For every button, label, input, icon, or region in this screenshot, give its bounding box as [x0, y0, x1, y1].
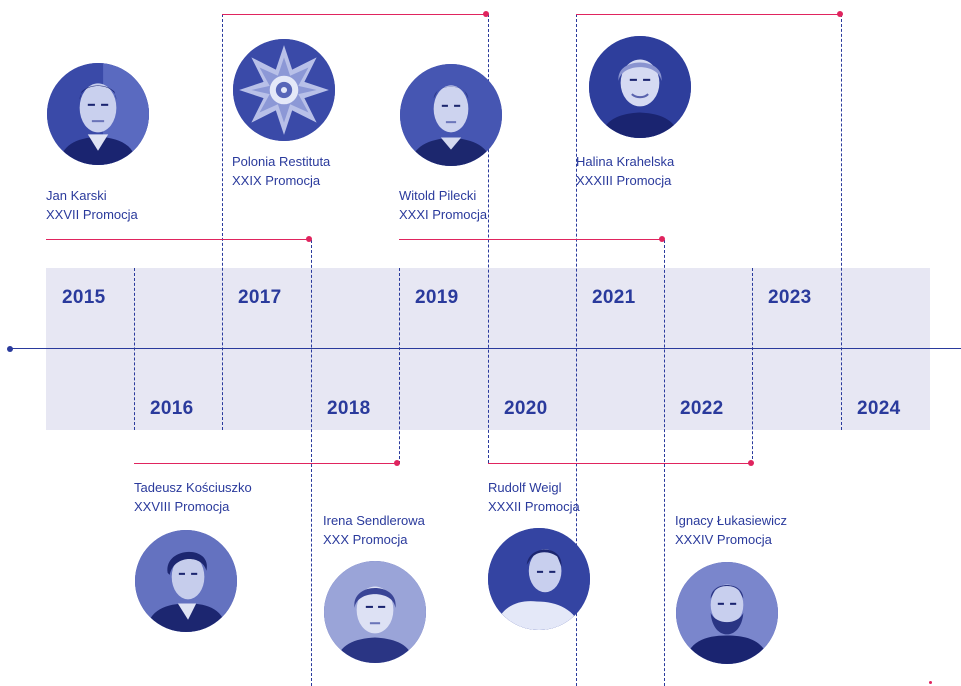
portrait-witold-pilecki [400, 64, 502, 166]
span-line-halina-krahelska [576, 14, 840, 15]
entry-promotion: XXX Promocja [323, 532, 408, 547]
portrait-halina-krahelska [589, 36, 691, 138]
entry-name: Rudolf Weigl [488, 480, 562, 495]
year-divider [576, 14, 577, 686]
year-label-2022: 2022 [680, 398, 724, 419]
corner-mark [929, 681, 932, 684]
entry-promotion: XXXI Promocja [399, 207, 488, 222]
span-end-dot [394, 460, 400, 466]
span-line-tadeusz-kosciuszko [134, 463, 397, 464]
year-divider [134, 268, 135, 430]
year-label-2017: 2017 [238, 287, 282, 308]
entry-name: Witold Pilecki [399, 188, 477, 203]
entry-name: Halina Krahelska [576, 154, 675, 169]
year-label-2015: 2015 [62, 287, 106, 308]
year-label-2023: 2023 [768, 287, 812, 308]
entry-promotion: XXXIII Promocja [576, 173, 672, 188]
span-line-polonia-restituta [222, 14, 486, 15]
entry-promotion: XXXII Promocja [488, 499, 580, 514]
entry-label-tadeusz-kosciuszko: Tadeusz Kościuszko XXVIII Promocja [134, 478, 252, 516]
timeline-axis [10, 348, 961, 349]
year-divider [752, 268, 753, 464]
entry-label-polonia-restituta: Polonia Restituta XXIX Promocja [232, 152, 330, 190]
span-line-rudolf-weigl [488, 463, 751, 464]
entry-name: Tadeusz Kościuszko [134, 480, 252, 495]
entry-label-halina-krahelska: Halina Krahelska XXXIII Promocja [576, 152, 674, 190]
span-line-jan-karski [46, 239, 309, 240]
portrait-jan-karski [47, 63, 149, 165]
year-divider [399, 268, 400, 464]
entry-promotion: XXIX Promocja [232, 173, 321, 188]
entry-name: Polonia Restituta [232, 154, 331, 169]
span-end-dot [659, 236, 665, 242]
year-label-2024: 2024 [857, 398, 901, 419]
portrait-ignacy-lukasiewicz [676, 562, 778, 664]
timeline-axis-start-dot [7, 346, 13, 352]
entry-label-jan-karski: Jan Karski XXVII Promocja [46, 186, 138, 224]
year-label-2020: 2020 [504, 398, 548, 419]
span-end-dot [483, 11, 489, 17]
year-divider [222, 14, 223, 430]
year-label-2018: 2018 [327, 398, 371, 419]
entry-name: Ignacy Łukasiewicz [675, 513, 787, 528]
entry-label-ignacy-lukasiewicz: Ignacy Łukasiewicz XXXIV Promocja [675, 511, 787, 549]
entry-label-rudolf-weigl: Rudolf Weigl XXXII Promocja [488, 478, 580, 516]
portrait-tadeusz-kosciuszko [135, 530, 237, 632]
span-line-witold-pilecki [399, 239, 662, 240]
span-end-dot [306, 236, 312, 242]
entry-label-irena-sendlerowa: Irena Sendlerowa XXX Promocja [323, 511, 425, 549]
entry-promotion: XXXIV Promocja [675, 532, 772, 547]
entry-label-witold-pilecki: Witold Pilecki XXXI Promocja [399, 186, 487, 224]
span-end-dot [748, 460, 754, 466]
year-label-2016: 2016 [150, 398, 194, 419]
portrait-irena-sendlerowa [324, 561, 426, 663]
entry-promotion: XXVIII Promocja [134, 499, 230, 514]
year-divider [841, 14, 842, 430]
entry-name: Irena Sendlerowa [323, 513, 425, 528]
span-end-dot [837, 11, 843, 17]
year-label-2019: 2019 [415, 287, 459, 308]
year-label-2021: 2021 [592, 287, 636, 308]
entry-promotion: XXVII Promocja [46, 207, 138, 222]
image-polonia-restituta-star [233, 39, 335, 141]
portrait-rudolf-weigl [488, 528, 590, 630]
year-divider [488, 14, 489, 463]
entry-name: Jan Karski [46, 188, 107, 203]
